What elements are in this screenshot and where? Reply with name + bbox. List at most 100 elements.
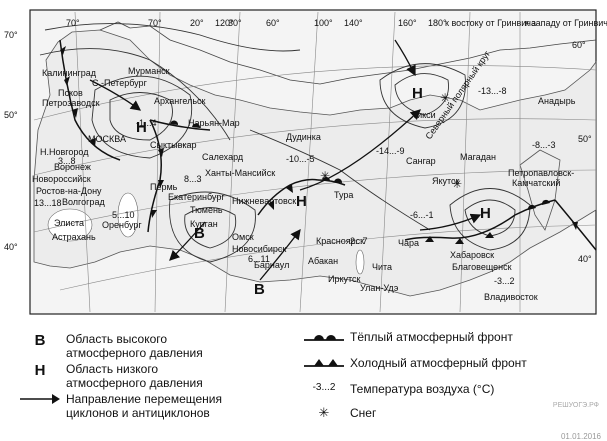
city-pskov: Псков — [58, 88, 83, 98]
temp-kola: -1...4 — [136, 118, 157, 128]
arrow-icon — [14, 392, 66, 406]
city-kaliningrad: Калининград — [42, 68, 97, 78]
city-sangar: Сангар — [406, 156, 436, 166]
temp-volga: 5...10 — [112, 210, 135, 220]
movement-arrows — [89, 39, 482, 281]
temp-yakutia: -14...-9 — [376, 146, 405, 156]
city-salekhard: Салехард — [202, 152, 244, 162]
parallel-label-left: 50° — [4, 110, 18, 120]
low-pressure-far-east: Н — [480, 205, 491, 222]
isobars — [39, 23, 531, 263]
city-perm: Пермь — [150, 182, 178, 192]
snow-icon: ✳ — [440, 91, 450, 105]
legend-cold-front: Холодный атмосферный фронт — [298, 356, 527, 370]
legend-snow-text: Снег — [350, 406, 377, 420]
city-ekaterinburg: Екатеринбург — [168, 192, 225, 202]
warm-front-icon — [298, 330, 350, 344]
legend-arrow-text-1: Направление перемещения — [66, 392, 222, 406]
city-rostov: Ростов-на-Дону — [36, 186, 102, 196]
legend-movement: Направление перемещения циклонов и антиц… — [14, 392, 222, 420]
temp-south: 13...18 — [34, 198, 62, 208]
high-pressure-ural: В — [194, 225, 205, 242]
city-yakutsk: Якутск — [432, 176, 460, 186]
city-magadan: Магадан — [460, 152, 496, 162]
city-elista: Элиста — [54, 218, 84, 228]
temp-baikal: 2...7 — [350, 236, 368, 246]
meridian-label: 20° — [190, 18, 204, 28]
temp-ural: 8...3 — [184, 174, 202, 184]
temp-dudinka: -10...-5 — [286, 154, 315, 164]
city-omsk: Омск — [232, 232, 254, 242]
date-stub: 01.01.2016 — [560, 432, 601, 441]
meridian-label: 70° — [148, 18, 162, 28]
city-blagoveshchensk: Благовещенск — [452, 262, 512, 272]
city-tiksi: Тикси — [412, 110, 436, 120]
temp-altai: 6...11 — [248, 254, 270, 264]
legend-low-pressure: Н Область низкого атмосферного давления — [14, 362, 203, 390]
map-legend: В Область высокого атмосферного давления… — [0, 318, 607, 441]
meridian-label: 180° — [428, 18, 447, 28]
legend-high-text-2: атмосферного давления — [66, 346, 203, 360]
parallels — [33, 65, 597, 291]
cold-front-central — [147, 119, 164, 233]
snow-icon: ✳ — [452, 177, 462, 191]
city-spb: С.-Петербург — [92, 78, 148, 88]
city-khabarovsk: Хабаровск — [450, 250, 494, 260]
city-moscow: МОСКВА — [88, 134, 126, 144]
temp-aldan: -6...-1 — [410, 210, 434, 220]
city-tura: Тура — [334, 190, 353, 200]
cold-front-icon — [298, 356, 350, 370]
lake-baikal — [355, 249, 365, 275]
city-n-novgorod: Н.Новгород — [40, 147, 89, 157]
city-chita: Чита — [372, 262, 392, 272]
city-khanty: Ханты-Мансийск — [205, 168, 275, 178]
legend-temp-sample: -3...2 — [312, 382, 336, 393]
warm-front-ural — [149, 119, 211, 131]
parallel-label-right: 50° — [578, 134, 592, 144]
legend-temp-text: Температура воздуха (°С) — [350, 382, 495, 396]
legend-low-text-1: Область низкого — [66, 362, 159, 376]
meridians — [74, 11, 521, 313]
parallel-label-left: 70° — [4, 30, 18, 40]
legend-high-text-1: Область высокого — [66, 332, 168, 346]
meridian-misc: 120° — [215, 18, 234, 28]
legend-snow: ✳ Снег — [298, 406, 377, 421]
temp-kamchatka: -8...-3 — [532, 140, 556, 150]
city-ulan-ude: Улан-Удэ — [360, 283, 399, 293]
city-tyumen: Тюмень — [190, 205, 223, 215]
low-pressure-siberia: Н — [296, 193, 307, 210]
legend-temperature: -3...2 Температура воздуха (°С) — [298, 382, 495, 396]
city-labels: Калининград Псков С.-Петербург Мурманск … — [32, 66, 576, 302]
black-sea — [47, 208, 93, 242]
legend-cold-front-text: Холодный атмосферный фронт — [350, 356, 527, 370]
temp-far-east: -3...2 — [494, 276, 515, 286]
city-orenburg: Оренбург — [102, 220, 142, 230]
temp-moscow: 3...8 — [58, 156, 76, 166]
city-kurgan: Курган — [190, 219, 218, 229]
temperature-labels: -1...4 3...8 13...18 8...3 5...10 -10...… — [34, 86, 556, 286]
pressure-centers: Н В В Н Н Н — [136, 85, 491, 298]
city-anadyr: Анадырь — [538, 96, 576, 106]
parallel-label-right: 40° — [578, 254, 592, 264]
parallel-label-left: 40° — [4, 242, 18, 252]
city-naryan-mar: Нарьян-Мар — [188, 118, 240, 128]
cold-front-siberia — [257, 178, 319, 216]
low-pressure-north: Н — [412, 85, 423, 102]
map-canvas: 70° 70° 20° 30° 60° 100° 140° 160° 180° … — [4, 9, 607, 315]
city-irkutsk: Иркутск — [328, 274, 361, 284]
city-vladivostok: Владивосток — [484, 292, 538, 302]
legend-low-text-2: атмосферного давления — [66, 376, 203, 390]
cold-front-pacific-east — [554, 199, 597, 251]
meridian-label: 70° — [66, 18, 80, 28]
parallel-label-right: 60° — [572, 40, 586, 50]
city-astrakhan: Астрахань — [52, 232, 96, 242]
city-novosibirsk: Новосибирск — [232, 244, 286, 254]
city-dudinka: Дудинка — [286, 132, 321, 142]
cold-front-west — [59, 39, 121, 161]
meridian-label: 160° — [398, 18, 417, 28]
watermark: РЕШУОГЭ.РФ — [552, 402, 599, 409]
city-petropavlovsk-2: Камчатский — [512, 178, 560, 188]
land-russia — [33, 29, 597, 297]
warm-front-kamchatka — [514, 199, 556, 216]
city-arkhangelsk: Архангельск — [154, 96, 206, 106]
